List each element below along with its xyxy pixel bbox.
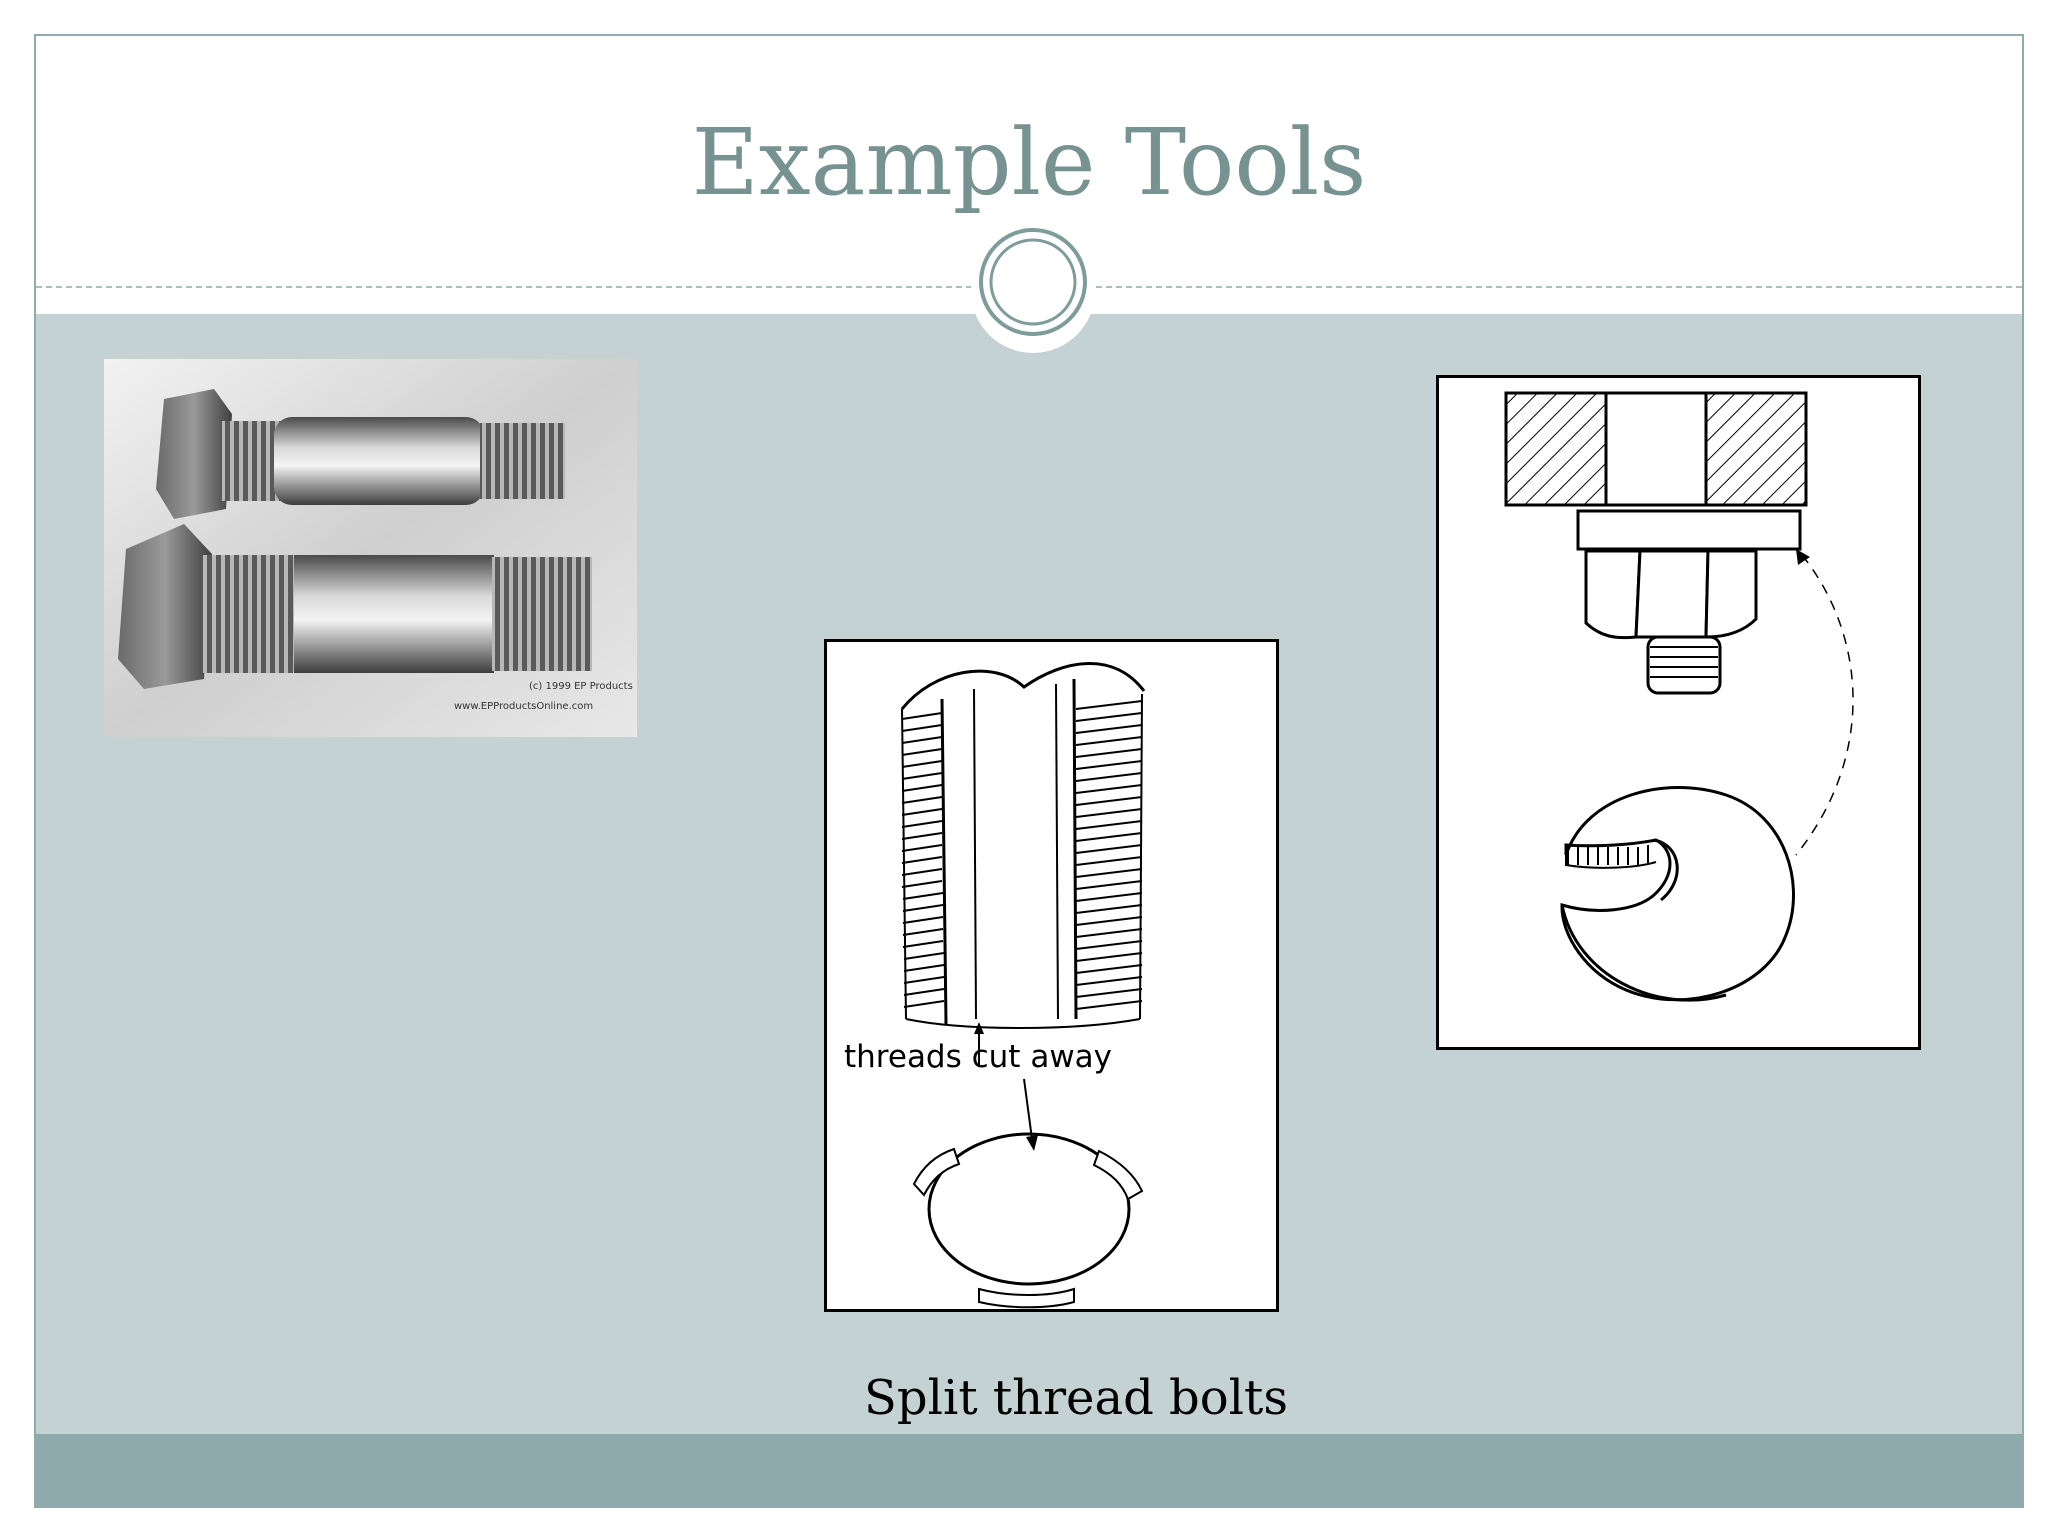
double-ring-icon bbox=[971, 228, 1095, 353]
photo-credit-line-2: www.EPProductsOnline.com bbox=[454, 701, 593, 712]
slide-title: Example Tools bbox=[691, 109, 1367, 216]
slide-caption: Split thread bolts bbox=[864, 1370, 1288, 1426]
photo-credit-line-1: (c) 1999 EP Products bbox=[529, 681, 633, 692]
washer-nut-diagram bbox=[1436, 375, 1921, 1050]
right-thread bbox=[1072, 678, 1143, 1020]
left-thread bbox=[901, 698, 948, 1025]
bolts-photo: (c) 1999 EP Products www.EPProductsOnlin… bbox=[104, 359, 637, 737]
threads-cut-away-label: threads cut away bbox=[844, 1039, 1112, 1075]
slide: Example Tools bbox=[34, 34, 2024, 1508]
split-thread-diagram: threads cut away bbox=[824, 639, 1279, 1312]
footer-band bbox=[36, 1434, 2022, 1506]
